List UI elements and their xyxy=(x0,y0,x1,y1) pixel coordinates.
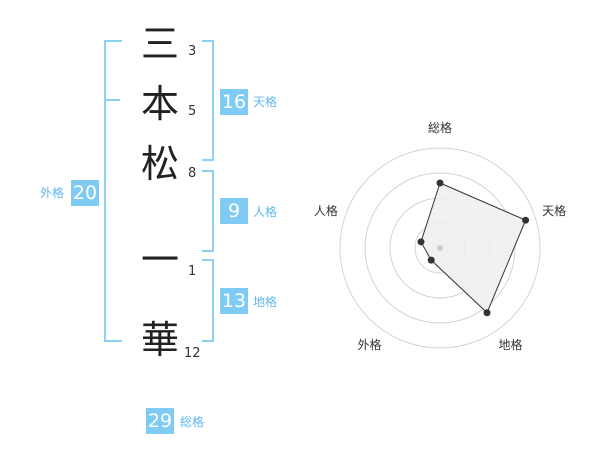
radar-axis-label: 総格 xyxy=(428,120,452,135)
name-char-2: 本 xyxy=(140,82,179,126)
radar-axis-label: 外格 xyxy=(357,337,381,352)
chikaku-bracket xyxy=(202,259,214,342)
soukaku-value: 29 xyxy=(146,408,174,434)
radar-area xyxy=(420,182,527,314)
jinkaku-value: 9 xyxy=(220,198,248,224)
radar-point xyxy=(436,179,444,187)
name-char-3: 松 xyxy=(140,142,179,186)
stroke-count-4: 1 xyxy=(188,264,197,279)
radar-ring xyxy=(364,172,516,324)
gaikaku-label: 外格 xyxy=(40,186,65,200)
name-char-1: 三 xyxy=(140,22,179,66)
radar-axis-label: 天格 xyxy=(542,203,566,218)
radar-axis-label: 地格 xyxy=(499,337,523,352)
soukaku-label: 総格 xyxy=(180,415,205,429)
radar-point xyxy=(417,238,425,246)
radar-axis-label: 人格 xyxy=(314,203,338,218)
tenkaku-label: 天格 xyxy=(253,95,278,109)
jinkaku-label: 人格 xyxy=(253,205,278,219)
stroke-count-5: 12 xyxy=(184,346,201,361)
radar-point xyxy=(483,309,491,317)
radar-point xyxy=(427,256,435,264)
tenkaku-value: 16 xyxy=(220,89,248,115)
stroke-count-2: 5 xyxy=(188,104,197,119)
radar-center xyxy=(437,245,443,251)
stroke-count-1: 3 xyxy=(188,44,197,59)
tenkaku-bracket xyxy=(202,40,214,161)
jinkaku-bracket xyxy=(202,170,214,252)
radar-point xyxy=(522,216,530,224)
chikaku-label: 地格 xyxy=(253,295,278,309)
chikaku-value: 13 xyxy=(220,288,248,314)
stroke-count-3: 8 xyxy=(188,166,197,181)
gaikaku-bracket-mid xyxy=(104,99,120,101)
gaikaku-value: 20 xyxy=(71,180,99,206)
name-char-4: 一 xyxy=(140,238,179,282)
radar-ring xyxy=(339,147,541,349)
name-char-5: 華 xyxy=(140,318,179,362)
gaikaku-bracket xyxy=(104,40,122,342)
